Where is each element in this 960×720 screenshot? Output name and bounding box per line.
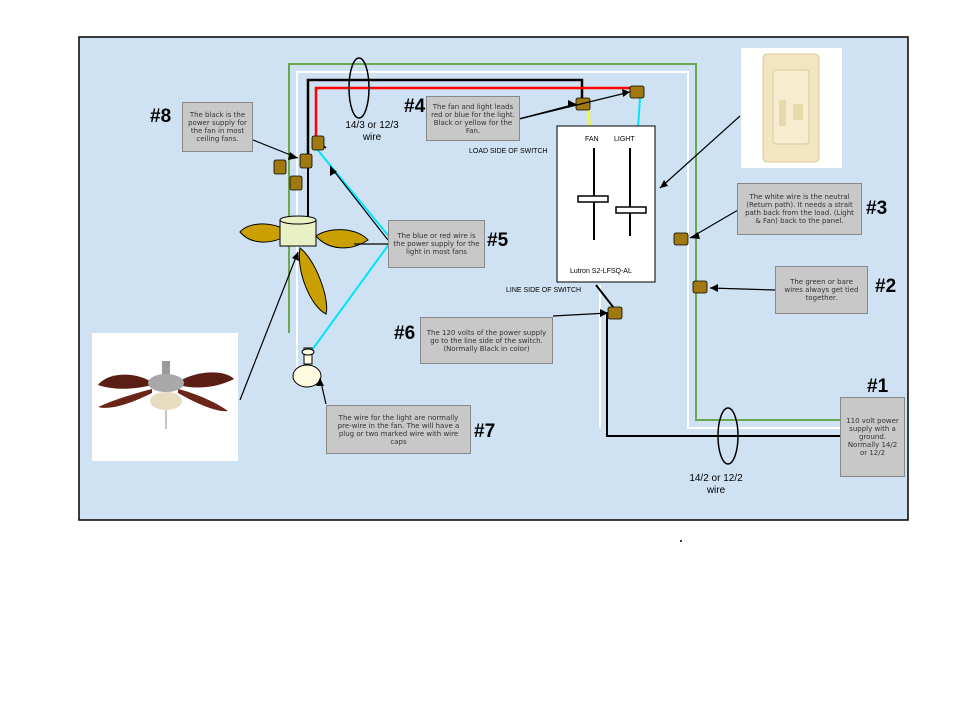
wire-nuts [273,85,708,320]
ceiling-fan-photo [92,333,238,461]
switch-light-label: LIGHT [614,136,635,143]
switch-fan-label: FAN [585,136,599,143]
callout-note-8: The black is the power supply for the fa… [182,102,253,152]
callout-number-1: #1 [867,376,889,397]
black-line-wire [606,312,840,437]
callout-number-3: #3 [866,198,888,219]
callout-note-1: 110 volt power supply with a ground. Nor… [840,397,905,477]
stray-dot [680,540,682,542]
fan-drawing [239,215,369,315]
callout-number-6: #6 [394,323,416,344]
switch-body [556,125,656,283]
yellow-lead [587,107,591,129]
bottom-wire-label: 14/2 or 12/2 wire [689,473,743,496]
switch-light-slider [615,206,647,214]
switch-fan-slider [577,195,609,203]
light-fixture [292,347,322,388]
callout-note-2: The green or bare wires always get tied … [775,266,868,314]
load-side-label: LOAD SIDE OF SWITCH [469,148,548,155]
callout-number-7: #7 [474,421,496,442]
line-side-label: LINE SIDE OF SWITCH [506,287,582,294]
callout-note-5: The blue or red wire is the power supply… [388,220,485,268]
switch-photo [741,48,842,168]
cable-ring-top [348,57,370,119]
top-wire-label: 14/3 or 12/3 wire [345,120,399,143]
callout-number-2: #2 [875,276,897,297]
ground-wire [288,63,840,421]
callout-note-6: The 120 volts of the power supply go to … [420,317,553,364]
callout-note-3: The white wire is the neutral (Return pa… [737,183,862,235]
cable-ring-bottom [717,407,739,465]
neutral-wire [296,71,840,429]
callout-number-8: #8 [150,106,172,127]
callout-arrowheads [288,89,718,386]
black-fan-wire [306,78,584,160]
switch-model-label: Lutron S2-LFSQ-AL [570,268,632,275]
callout-number-4: #4 [404,96,426,117]
callout-number-5: #5 [487,230,509,251]
callout-note-7: The wire for the light are normally pre-… [326,405,471,454]
cyan-lead [637,97,641,129]
callout-note-4: The fan and light leads red or blue for … [426,96,520,141]
